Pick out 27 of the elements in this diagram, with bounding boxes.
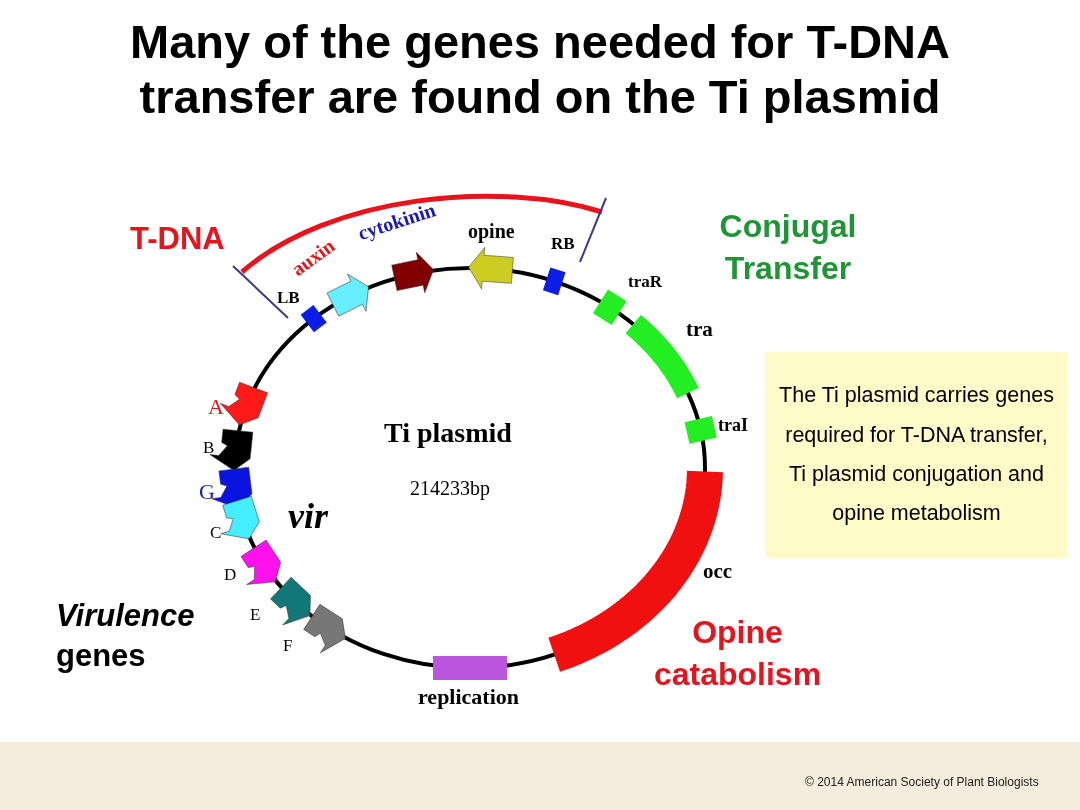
region-label: Conjugal Transfer (718, 207, 858, 288)
gene-label: traI (718, 416, 748, 436)
gene-label: tra (686, 318, 713, 342)
gene-label: C (210, 524, 222, 543)
gene-label: A (208, 395, 224, 420)
gene-label: B (203, 439, 215, 458)
gene-label: E (250, 606, 261, 625)
gene-label: D (224, 566, 237, 585)
gene-label: F (283, 637, 293, 656)
note-box (765, 352, 1068, 558)
plasmid-name: Ti plasmid (384, 418, 512, 449)
note-text: The Ti plasmid carries genes required for T-DNA transfer, Ti plasmid conjugation and opine metabolism (779, 382, 1054, 528)
gene-label: occ (703, 560, 733, 584)
gene-label: G (199, 480, 215, 505)
region-label: Opine catabolism (652, 613, 823, 694)
copyright-text: © 2014 American Society of Plant Biologists (805, 776, 1039, 790)
gene-label: LB (277, 289, 300, 308)
gene-label: vir (288, 497, 328, 537)
region-label: Virulence genes (56, 597, 196, 676)
gene-label: auxin (287, 234, 339, 280)
gene-label: traR (628, 273, 662, 292)
gene-label: opine (468, 220, 515, 242)
gene-label: RB (551, 235, 575, 254)
slide-title: Many of the genes needed for T-DNA transfer are found on the Ti plasmid (129, 14, 951, 125)
gene-label: replication (418, 685, 520, 710)
plasmid-size: 214233bp (410, 477, 490, 499)
region-label: T-DNA (130, 222, 225, 257)
